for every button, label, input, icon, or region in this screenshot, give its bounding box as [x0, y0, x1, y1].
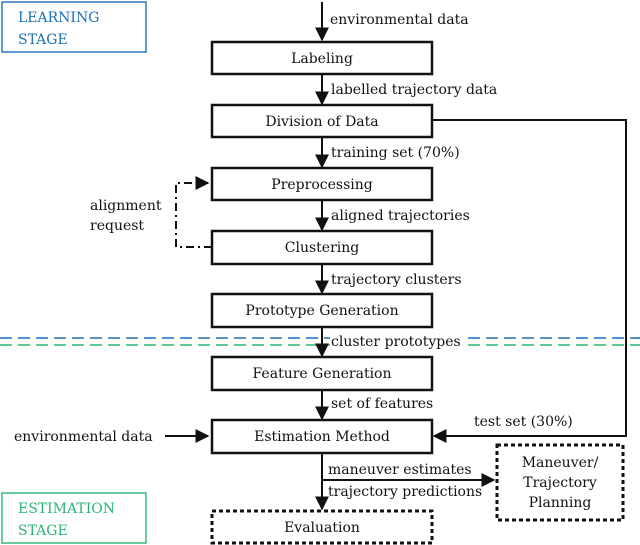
label-training: training set (70%) — [331, 145, 460, 161]
label-features: set of features — [331, 396, 433, 412]
box-division: Division of Data — [210, 103, 434, 139]
alignment-feedback — [175, 176, 212, 248]
box-feature: Feature Generation — [210, 355, 434, 392]
box-clustering: Clustering — [210, 229, 434, 266]
box-preprocessing-label: Preprocessing — [271, 177, 372, 193]
box-estimation-label: Estimation Method — [254, 429, 390, 445]
box-feature-label: Feature Generation — [252, 366, 391, 382]
label-env-top: environmental data — [330, 12, 469, 28]
label-prototypes: cluster prototypes — [331, 334, 461, 350]
box-planning: Maneuver/ Trajectory Planning — [495, 443, 625, 522]
box-division-label: Division of Data — [265, 114, 378, 130]
learning-stage-line1: LEARNING — [18, 10, 99, 26]
box-clustering-label: Clustering — [285, 240, 359, 256]
test-set-path — [432, 119, 627, 443]
label-alignment-line2: request — [90, 218, 144, 234]
label-maneuver: maneuver estimates — [328, 462, 472, 478]
label-alignment-line1: alignment — [90, 198, 162, 214]
box-planning-line3: Planning — [529, 495, 592, 511]
box-labeling: Labeling — [210, 40, 434, 76]
label-labelled: labelled trajectory data — [331, 82, 497, 98]
box-labeling-label: Labeling — [291, 51, 353, 67]
learning-stage-line2: STAGE — [18, 32, 68, 48]
box-evaluation-label: Evaluation — [284, 520, 360, 536]
label-test: test set (30%) — [474, 414, 573, 430]
label-aligned: aligned trajectories — [331, 208, 470, 224]
label-trajectory: trajectory predictions — [328, 484, 482, 500]
box-planning-line2: Trajectory — [523, 475, 597, 491]
box-prototype: Prototype Generation — [210, 292, 434, 329]
learning-stage-label: LEARNING STAGE — [1, 1, 147, 53]
box-prototype-label: Prototype Generation — [245, 303, 398, 319]
label-clusters: trajectory clusters — [331, 272, 462, 288]
box-planning-line1: Maneuver/ — [522, 455, 599, 471]
label-prototypes-bg — [330, 333, 466, 350]
stage-separator — [0, 337, 640, 346]
label-env-left: environmental data — [14, 429, 153, 445]
estimation-stage-line2: STAGE — [18, 523, 68, 539]
box-preprocessing: Preprocessing — [210, 166, 434, 202]
estimation-stage-label: ESTIMATION STAGE — [1, 492, 147, 544]
box-estimation: Estimation Method — [210, 418, 434, 455]
estimation-stage-line1: ESTIMATION — [18, 501, 115, 517]
box-evaluation: Evaluation — [210, 509, 434, 545]
